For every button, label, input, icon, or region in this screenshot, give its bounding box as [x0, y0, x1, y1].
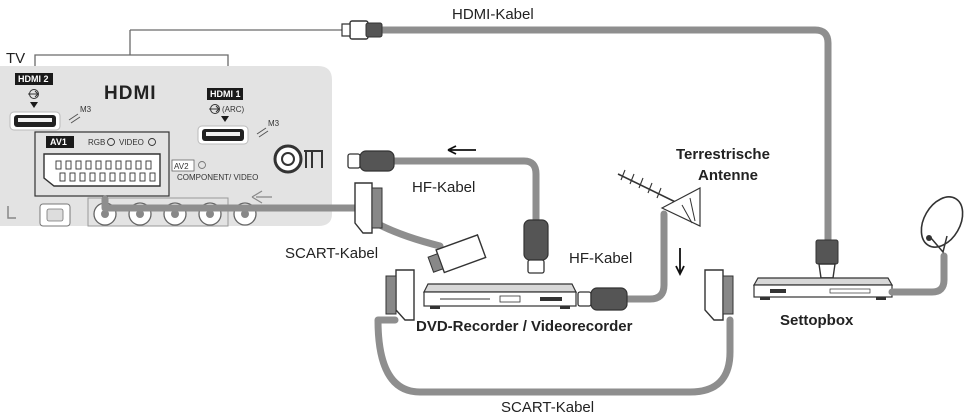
av2-badge — [171, 159, 195, 172]
terrestrial-antenna-icon — [617, 169, 701, 227]
hf-cable-label-2: HF-Kabel — [569, 250, 632, 267]
scart-pin — [129, 172, 136, 182]
settopbox-label: Settopbox — [780, 312, 854, 329]
hdmi1-badge-label: HDMI 1 — [210, 89, 241, 99]
triangle-down-icon — [30, 102, 38, 108]
satellite-dish-icon — [920, 196, 964, 254]
hdmi1-m3-label: M3 — [268, 119, 280, 128]
antenna-input-icon — [304, 150, 323, 168]
triangle-down-icon — [221, 116, 229, 122]
settopbox — [752, 277, 894, 300]
scart-pin — [149, 172, 156, 182]
hdmi-cable-label: HDMI-Kabel — [452, 6, 534, 23]
scart-pin — [95, 160, 102, 170]
scart-cable-label-2: SCART-Kabel — [501, 399, 594, 416]
scart-pin — [115, 160, 122, 170]
tv-label: TV — [6, 50, 25, 67]
scart-cable-label-1: SCART-Kabel — [285, 245, 378, 262]
scart-pin — [55, 160, 62, 170]
hf-cable-label-1: HF-Kabel — [412, 179, 475, 196]
arrow-left-icon — [447, 145, 476, 155]
antenna-label-line2: Antenne — [698, 167, 758, 184]
scart-pin — [75, 160, 82, 170]
scart-pin — [69, 172, 76, 182]
scart-pin — [139, 172, 146, 182]
scart-pin — [85, 160, 92, 170]
av2-badge-label: AV2 — [174, 162, 189, 171]
dvd-recorder-label: DVD-Recorder / Videorecorder — [416, 318, 633, 335]
tv-antenna-input[interactable] — [273, 144, 323, 174]
scart-pin — [135, 160, 142, 170]
satellite-cable — [888, 252, 948, 296]
hdmi2-port-group: HDMI 2 M3 — [9, 73, 92, 131]
dvd-recorder — [423, 283, 577, 309]
input-arrow-icon — [148, 138, 156, 146]
antenna-label-line1: Terrestrische — [676, 146, 770, 163]
scart-cable-2 — [374, 269, 734, 396]
scart-pin — [119, 172, 126, 182]
arrow-down-icon — [675, 248, 685, 277]
hdmi1-badge — [207, 88, 243, 100]
hdmi2-m3-label: M3 — [80, 105, 92, 114]
scart-pin — [59, 172, 66, 182]
signal-icon — [256, 127, 269, 138]
signal-icon — [68, 113, 81, 124]
av1-badge-label: AV1 — [50, 137, 67, 147]
scart-cable-1 — [101, 182, 487, 274]
scart-pin — [109, 172, 116, 182]
hdmi-cable — [341, 20, 839, 285]
rf-cable-1 — [347, 145, 549, 274]
hdmi-logo: HDMI — [104, 83, 157, 104]
arrow-left-icon — [251, 190, 272, 204]
av2-component-group: AV2 COMPONENT/ VIDEO — [171, 159, 272, 204]
component-video-label: COMPONENT/ VIDEO — [177, 173, 258, 182]
hdmi2-badge-label: HDMI 2 — [18, 74, 49, 84]
scart-pin — [105, 160, 112, 170]
hdmi2-badge — [15, 73, 53, 85]
scart-pin — [99, 172, 106, 182]
hdmi1-port-group: HDMI 1 (ARC) M3 — [197, 88, 280, 145]
av1-badge — [46, 136, 74, 148]
av1-scart-port-group: AV1 RGB VIDEO — [34, 131, 170, 197]
input-arrow-icon — [107, 138, 115, 146]
input-arrow-icon — [198, 161, 206, 169]
scart-pin — [125, 160, 132, 170]
scart-pin — [89, 172, 96, 182]
av1-video-label: VIDEO — [119, 138, 144, 147]
scart-pin — [79, 172, 86, 182]
rgb-label: RGB — [88, 138, 105, 147]
scart-pin — [65, 160, 72, 170]
rf-cable-2 — [577, 210, 685, 311]
arc-label: (ARC) — [222, 105, 245, 114]
scart-pin — [145, 160, 152, 170]
